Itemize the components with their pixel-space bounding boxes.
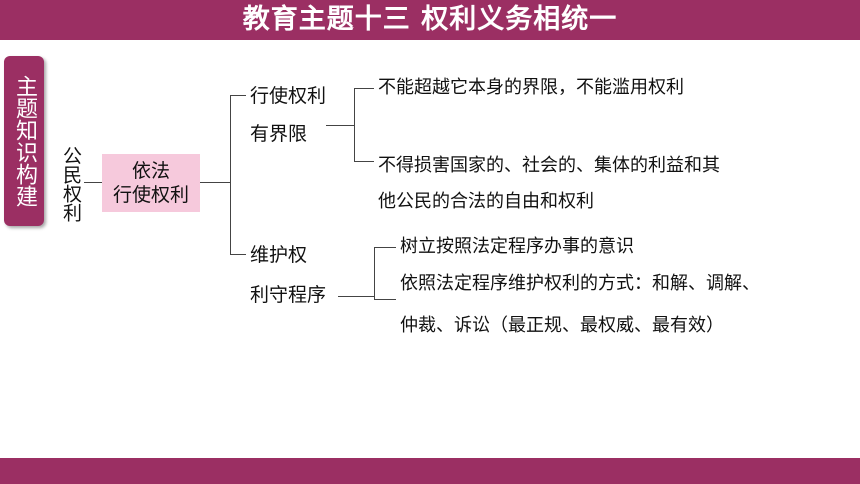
connector-bottom-item2	[374, 299, 396, 300]
footer-bar	[0, 458, 860, 484]
top-sub-spine	[354, 88, 355, 162]
connector-top-sub	[326, 125, 354, 126]
side-tab: 主题知识构建	[4, 56, 44, 226]
bottom-sub-spine	[374, 247, 375, 300]
center-node-line1: 依法	[131, 160, 170, 182]
branch-top-line1: 行使权利	[250, 85, 327, 107]
branch-bottom-line1: 维护权	[250, 244, 308, 266]
connector-bottom-item1	[374, 247, 396, 248]
center-node-line2: 行使权利	[112, 184, 189, 206]
branch-bottom-item-3: 仲裁、诉讼（最正规、最权威、最有效）	[400, 315, 724, 336]
connector-spine-bottom	[230, 254, 246, 255]
connector-bottom-sub	[338, 296, 374, 297]
connector-root-center	[84, 182, 102, 183]
connector-spine-top	[230, 95, 246, 96]
branch-top-item-2: 不得损害国家的、社会的、集体的利益和其	[378, 155, 720, 176]
connector-top-item1	[354, 88, 374, 89]
branch-top-item-1: 不能超越它本身的界限，不能滥用权利	[378, 77, 684, 98]
header-bar	[0, 0, 860, 40]
side-tab-label: 主题知识构建	[12, 75, 37, 207]
connector-top-item2	[354, 161, 374, 162]
page-title: 教育主题十三 权利义务相统一	[242, 4, 618, 35]
center-node-box	[102, 154, 200, 212]
branch-spine	[230, 95, 231, 255]
branch-top-item-3: 他公民的合法的自由和权利	[378, 191, 594, 212]
root-node-label: 公民权利	[60, 146, 82, 222]
branch-top-line2: 有界限	[250, 123, 308, 145]
branch-bottom-item-1: 树立按照法定程序办事的意识	[400, 236, 634, 257]
branch-bottom-item-2: 依照法定程序维护权利的方式：和解、调解、	[400, 273, 760, 294]
branch-bottom-line2: 利守程序	[250, 284, 327, 306]
connector-center-spine	[200, 182, 230, 183]
